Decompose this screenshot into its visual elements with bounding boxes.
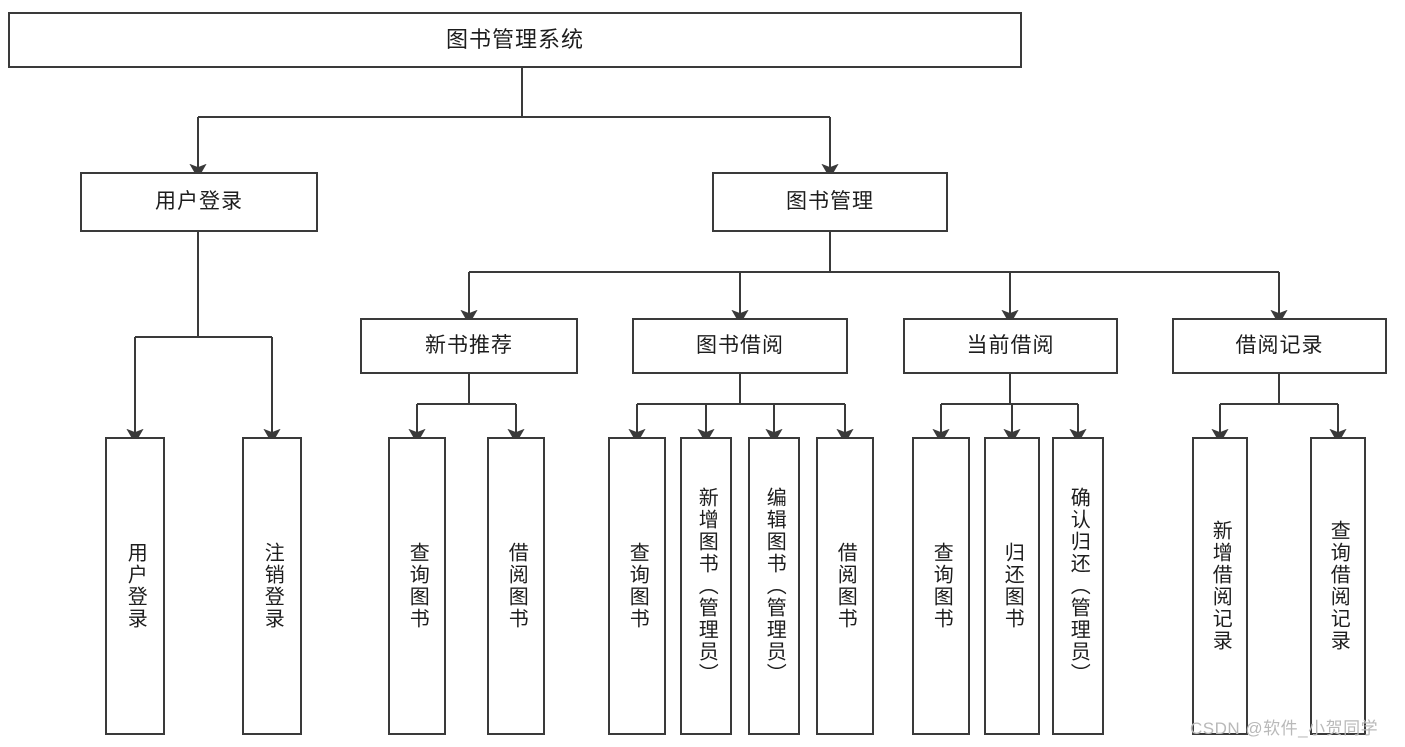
node-book-borrow[interactable]: 图书借阅 — [632, 318, 848, 374]
node-user-login-label: 用户登录 — [155, 190, 243, 214]
node-leaf-add-record[interactable]: 新增借阅记录 — [1192, 437, 1248, 735]
node-current-borrow[interactable]: 当前借阅 — [903, 318, 1118, 374]
node-leaf-logout[interactable]: 注销登录 — [242, 437, 302, 735]
node-leaf-add-book-label: 新增图书（管理员） — [695, 487, 718, 685]
node-leaf-return-book-label: 归还图书 — [1001, 542, 1024, 630]
node-leaf-confirm-return[interactable]: 确认归还（管理员） — [1052, 437, 1104, 735]
node-borrow-record-label: 借阅记录 — [1235, 334, 1324, 358]
node-leaf-query-record[interactable]: 查询借阅记录 — [1310, 437, 1366, 735]
node-book-manage[interactable]: 图书管理 — [712, 172, 948, 232]
node-leaf-edit-book-label: 编辑图书（管理员） — [763, 487, 786, 685]
connector-group — [126, 68, 1347, 444]
node-root[interactable]: 图书管理系统 — [8, 12, 1022, 68]
node-leaf-borrow-book-1[interactable]: 借阅图书 — [487, 437, 545, 735]
node-borrow-record[interactable]: 借阅记录 — [1172, 318, 1387, 374]
node-leaf-edit-book[interactable]: 编辑图书（管理员） — [748, 437, 800, 735]
node-root-label: 图书管理系统 — [445, 26, 584, 52]
node-leaf-borrow-book-1-label: 借阅图书 — [505, 542, 528, 630]
node-new-book-recommend-label: 新书推荐 — [425, 334, 513, 358]
node-leaf-return-book[interactable]: 归还图书 — [984, 437, 1040, 735]
node-book-manage-label: 图书管理 — [786, 190, 874, 214]
node-leaf-query-book-1-label: 查询图书 — [406, 542, 429, 630]
node-leaf-query-record-label: 查询借阅记录 — [1327, 520, 1350, 652]
node-leaf-query-book-3[interactable]: 查询图书 — [912, 437, 970, 735]
node-leaf-confirm-return-label: 确认归还（管理员） — [1067, 487, 1090, 685]
node-new-book-recommend[interactable]: 新书推荐 — [360, 318, 578, 374]
node-leaf-query-book-2[interactable]: 查询图书 — [608, 437, 666, 735]
node-leaf-add-record-label: 新增借阅记录 — [1209, 520, 1232, 652]
node-leaf-user-login-label: 用户登录 — [124, 542, 147, 630]
node-current-borrow-label: 当前借阅 — [966, 334, 1055, 358]
node-leaf-query-book-2-label: 查询图书 — [626, 542, 649, 630]
node-leaf-query-book-3-label: 查询图书 — [930, 542, 953, 630]
node-user-login[interactable]: 用户登录 — [80, 172, 318, 232]
node-leaf-borrow-book-2[interactable]: 借阅图书 — [816, 437, 874, 735]
node-leaf-user-login[interactable]: 用户登录 — [105, 437, 165, 735]
watermark: CSDN @软件_小贺同学 — [1190, 719, 1379, 738]
node-leaf-borrow-book-2-label: 借阅图书 — [834, 542, 857, 630]
node-leaf-add-book[interactable]: 新增图书（管理员） — [680, 437, 732, 735]
node-leaf-query-book-1[interactable]: 查询图书 — [388, 437, 446, 735]
node-leaf-logout-label: 注销登录 — [261, 542, 284, 630]
node-book-borrow-label: 图书借阅 — [696, 334, 784, 358]
